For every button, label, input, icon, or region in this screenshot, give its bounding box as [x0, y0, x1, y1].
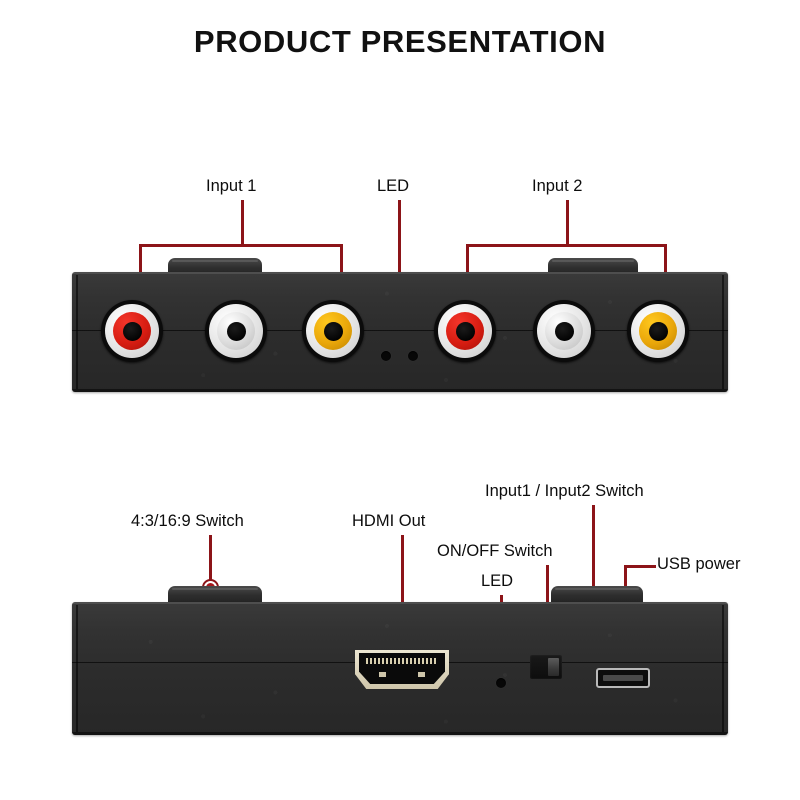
label-input-switch: Input1 / Input2 Switch	[485, 482, 644, 500]
power-slide-switch[interactable]	[530, 655, 562, 679]
label-onoff-switch: ON/OFF Switch	[437, 542, 553, 560]
rca-center-hole	[648, 321, 668, 341]
body-top-highlight	[72, 602, 728, 604]
body-top-highlight	[72, 272, 728, 274]
rca-center-hole	[323, 321, 343, 341]
page-title: PRODUCT PRESENTATION	[193, 24, 607, 59]
label-input2: Input 2	[532, 177, 583, 195]
hdmi-tab-left	[379, 672, 386, 677]
leader-led-top-stem	[398, 200, 401, 298]
bottom-view-knob-aspect[interactable]	[168, 586, 262, 606]
rca-color-ring	[217, 312, 255, 350]
rca-outer-ring	[438, 304, 492, 358]
leader-input2-leg-right	[664, 244, 667, 286]
rca-color-ring	[545, 312, 583, 350]
body-right-edge	[722, 275, 724, 389]
rca-color-ring	[446, 312, 484, 350]
rca-center-hole	[554, 321, 574, 341]
body-left-edge	[76, 605, 78, 732]
rca-jack-in2-audio-yellow[interactable]	[627, 300, 689, 362]
label-input1: Input 1	[206, 177, 257, 195]
rca-center-hole	[455, 321, 475, 341]
hdmi-pin-contacts	[366, 658, 438, 664]
leader-aspect-switch	[209, 535, 212, 587]
hdmi-port-cavity	[359, 653, 445, 684]
rca-color-ring	[113, 312, 151, 350]
leader-input1-stem	[241, 200, 244, 246]
label-usb-power: USB power	[657, 555, 741, 573]
rca-jack-in1-audio-white[interactable]	[205, 300, 267, 362]
leader-input1-bar	[139, 244, 343, 247]
leader-input2-bar	[466, 244, 667, 247]
body-right-edge	[722, 605, 724, 732]
body-bottom-shadow	[72, 389, 728, 392]
label-led-bottom: LED	[481, 572, 514, 590]
device-rear-panel	[72, 272, 728, 392]
rca-outer-ring	[105, 304, 159, 358]
led-pinhole-1	[381, 351, 391, 361]
rca-center-hole	[226, 321, 246, 341]
label-hdmi-out: HDMI Out	[352, 512, 426, 530]
rca-outer-ring	[631, 304, 685, 358]
rca-outer-ring	[209, 304, 263, 358]
leader-input2-leg-left	[466, 244, 469, 286]
rca-color-ring	[639, 312, 677, 350]
rca-color-ring	[314, 312, 352, 350]
slide-switch-nub[interactable]	[548, 658, 559, 676]
leader-hdmi-out	[401, 535, 404, 635]
rca-jack-in2-audio-white[interactable]	[533, 300, 595, 362]
rca-jack-in1-video-red[interactable]	[101, 300, 163, 362]
bottom-view-knob-input-select[interactable]	[551, 586, 643, 606]
hdmi-output-port[interactable]	[355, 650, 449, 689]
leader-input1-leg-right	[340, 244, 343, 286]
leader-input-switch	[592, 505, 595, 598]
rca-outer-ring	[306, 304, 360, 358]
micro-usb-power-port[interactable]	[596, 668, 650, 688]
hdmi-tab-right	[418, 672, 425, 677]
status-led-pinhole	[496, 678, 506, 688]
leader-input2-stem	[566, 200, 569, 246]
rca-center-hole	[122, 321, 142, 341]
body-seam-line	[72, 330, 728, 331]
usb-port-slot	[603, 675, 643, 681]
rca-jack-in1-audio-yellow[interactable]	[302, 300, 364, 362]
rca-jack-in2-video-red[interactable]	[434, 300, 496, 362]
led-pinhole-2	[408, 351, 418, 361]
leader-usb-power-bar	[624, 565, 656, 568]
body-bottom-shadow	[72, 732, 728, 735]
rca-outer-ring	[537, 304, 591, 358]
leader-input1-leg-left	[139, 244, 142, 286]
label-led-top: LED	[377, 177, 410, 195]
label-aspect-switch: 4:3/16:9 Switch	[131, 512, 244, 530]
body-left-edge	[76, 275, 78, 389]
